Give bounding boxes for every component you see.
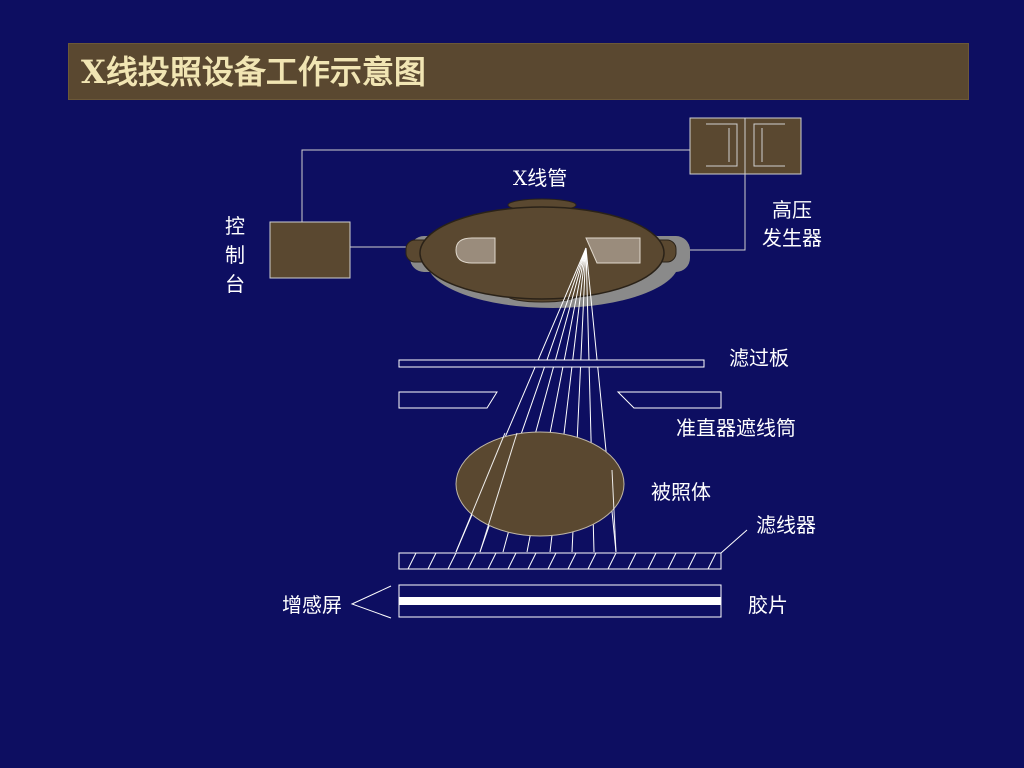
label-hv-line1: 高压 bbox=[772, 198, 812, 222]
control-console bbox=[269, 221, 351, 279]
page-title: X线投照设备工作示意图 bbox=[81, 53, 426, 91]
screen-leader bbox=[350, 585, 392, 619]
label-screen: 增感屏 bbox=[282, 593, 342, 617]
label-filter-plate: 滤过板 bbox=[729, 346, 789, 370]
label-console: 控 制 台 bbox=[223, 212, 247, 299]
label-grid: 滤线器 bbox=[756, 513, 816, 537]
collimator bbox=[398, 391, 722, 409]
label-film: 胶片 bbox=[748, 593, 788, 617]
wire-console-to-generator bbox=[301, 149, 690, 222]
film bbox=[399, 597, 721, 605]
label-hv-line2: 发生器 bbox=[762, 226, 822, 250]
xray-tube bbox=[405, 198, 690, 308]
label-console-text: 控 制 台 bbox=[225, 214, 245, 296]
title-bar: X线投照设备工作示意图 bbox=[68, 43, 969, 100]
label-xray-tube: X线管 bbox=[513, 166, 568, 190]
grid-leader bbox=[720, 529, 748, 554]
filter-plate bbox=[398, 359, 705, 368]
subject-body bbox=[455, 431, 625, 537]
label-subject: 被照体 bbox=[651, 480, 711, 504]
label-collimator: 准直器遮线筒 bbox=[676, 416, 796, 440]
cathode bbox=[455, 237, 496, 264]
label-hv-generator: 高压 发生器 bbox=[762, 196, 822, 252]
hv-generator bbox=[689, 117, 802, 175]
film-cassette bbox=[398, 584, 722, 618]
grid bbox=[398, 552, 722, 570]
anode bbox=[585, 237, 641, 264]
